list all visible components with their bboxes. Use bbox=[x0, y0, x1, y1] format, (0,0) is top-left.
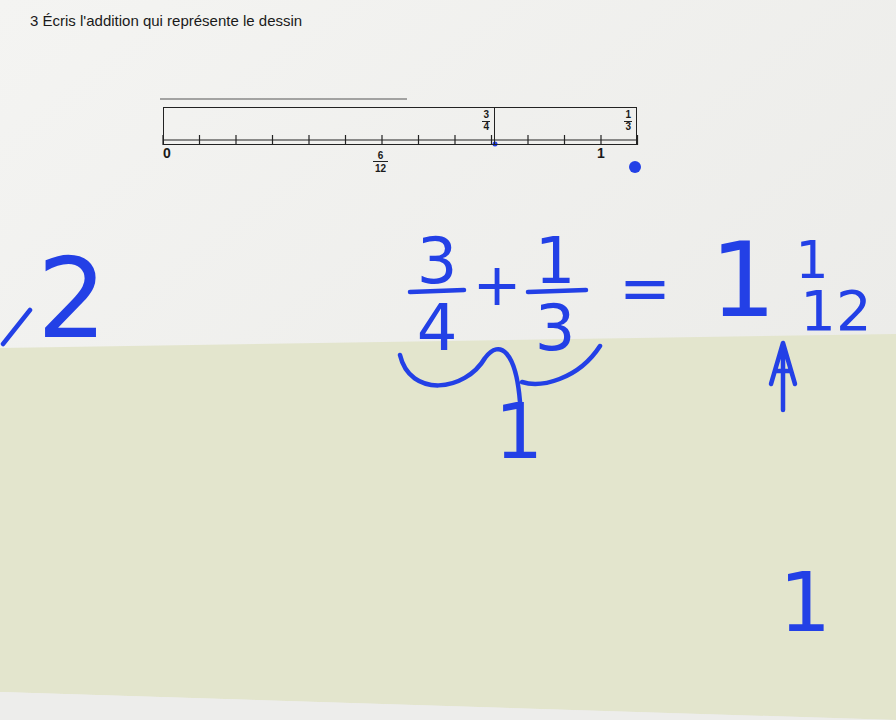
handwritten-number: 1 bbox=[495, 394, 543, 470]
tick-mark bbox=[527, 135, 528, 145]
handwritten-number: 2 bbox=[37, 244, 107, 354]
handwritten-number: 4 bbox=[417, 296, 458, 360]
tick-mark bbox=[637, 135, 638, 145]
fraction: 34 bbox=[482, 110, 490, 132]
numerator: 3 bbox=[482, 110, 490, 122]
number-line bbox=[163, 139, 637, 140]
exercise-heading: 3 Écris l'addition qui représente le des… bbox=[30, 13, 302, 28]
arrow-up bbox=[771, 343, 795, 410]
handwritten-number: 3 bbox=[535, 296, 576, 360]
tape-strip bbox=[0, 334, 896, 720]
tick-mark bbox=[199, 135, 200, 145]
tick-mark bbox=[345, 135, 346, 145]
handwritten-sign: + bbox=[473, 256, 522, 314]
handwritten-number: 1 bbox=[795, 234, 828, 286]
tick-mark bbox=[418, 135, 419, 145]
paper-edge bbox=[0, 692, 896, 720]
slash-stroke bbox=[3, 310, 30, 344]
handwritten-number: 1 bbox=[535, 229, 576, 293]
axis-label: 12 bbox=[375, 164, 386, 174]
tick-mark bbox=[308, 135, 309, 145]
handwritten-number: 1 bbox=[779, 562, 831, 644]
axis-label: 0 bbox=[163, 146, 171, 160]
denominator: 3 bbox=[624, 122, 632, 133]
bar-segment: 34 bbox=[163, 107, 495, 145]
numerator: 1 bbox=[624, 110, 632, 122]
axis-label: 1 bbox=[597, 146, 605, 160]
tick-mark bbox=[272, 135, 273, 145]
handwritten-number: 1 bbox=[710, 228, 776, 332]
handwritten-number: 12 bbox=[800, 283, 871, 339]
tick-mark bbox=[235, 135, 236, 145]
answer-line bbox=[160, 98, 407, 99]
fraction: 13 bbox=[624, 110, 632, 132]
blue-dot bbox=[493, 142, 498, 147]
tick-mark bbox=[564, 135, 565, 145]
tick-mark bbox=[454, 135, 455, 145]
tick-mark bbox=[600, 135, 601, 145]
blue-dot bbox=[629, 161, 641, 173]
handwritten-number: 3 bbox=[417, 229, 458, 293]
tick-mark bbox=[381, 135, 382, 145]
tick-marks bbox=[163, 135, 638, 145]
handwriting-strokes bbox=[3, 290, 795, 410]
denominator: 4 bbox=[482, 122, 490, 133]
fraction-bar bbox=[373, 161, 388, 162]
tick-mark bbox=[491, 135, 492, 145]
bar-segment: 13 bbox=[495, 107, 637, 145]
handwritten-sign: = bbox=[619, 258, 671, 320]
axis-label: 6 bbox=[378, 151, 384, 161]
